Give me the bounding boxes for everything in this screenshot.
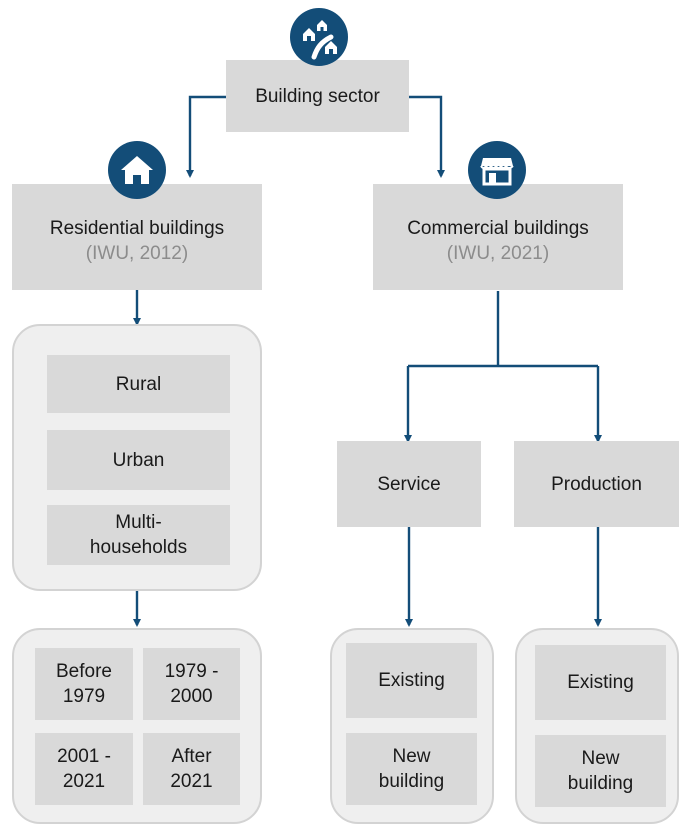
period-label: 1979 - 2000 [164, 661, 219, 707]
residential-buildings-box: Residential buildings (IWU, 2012) [12, 184, 262, 290]
commercial-source-label: (IWU, 2021) [446, 243, 550, 264]
period-box-after-2021: After 2021 [143, 733, 240, 805]
period-box-before-1979: Before 1979 [35, 648, 133, 720]
type-box-rural: Rural [47, 355, 230, 413]
state-label: New building [378, 746, 445, 792]
residential-buildings-label: Residential buildings [49, 218, 225, 239]
production-new-building-box: New building [535, 735, 666, 807]
residential-source-label: (IWU, 2012) [85, 243, 189, 264]
service-existing-box: Existing [346, 643, 477, 718]
building-sector-box: Building sector [226, 60, 409, 132]
commercial-buildings-box: Commercial buildings (IWU, 2021) [373, 184, 623, 290]
building-sector-label: Building sector [255, 85, 380, 107]
service-new-building-box: New building [346, 733, 477, 805]
service-label: Service [377, 473, 441, 495]
arrow-root-to-commercial [409, 95, 445, 178]
house-icon [108, 141, 166, 199]
arrow-root-to-residential [186, 95, 226, 178]
type-box-multi-households: Multi- households [47, 505, 230, 565]
production-label: Production [551, 473, 642, 495]
period-box-1979-2000: 1979 - 2000 [143, 648, 240, 720]
commercial-buildings-label: Commercial buildings [407, 218, 589, 239]
state-label: Existing [378, 670, 445, 691]
type-label: Urban [112, 449, 165, 471]
houses-road-icon [290, 8, 348, 66]
type-label: Rural [115, 373, 162, 395]
period-label: After 2021 [170, 746, 213, 792]
state-label: New building [567, 748, 634, 794]
state-label: Existing [567, 672, 634, 693]
service-box: Service [337, 441, 481, 527]
period-box-2001-2021: 2001 - 2021 [35, 733, 133, 805]
production-existing-box: Existing [535, 645, 666, 720]
type-label: Multi- households [89, 512, 188, 558]
type-box-urban: Urban [47, 430, 230, 490]
period-label: Before 1979 [56, 661, 112, 707]
period-label: 2001 - 2021 [57, 746, 111, 792]
production-box: Production [514, 441, 679, 527]
storefront-icon [468, 141, 526, 199]
